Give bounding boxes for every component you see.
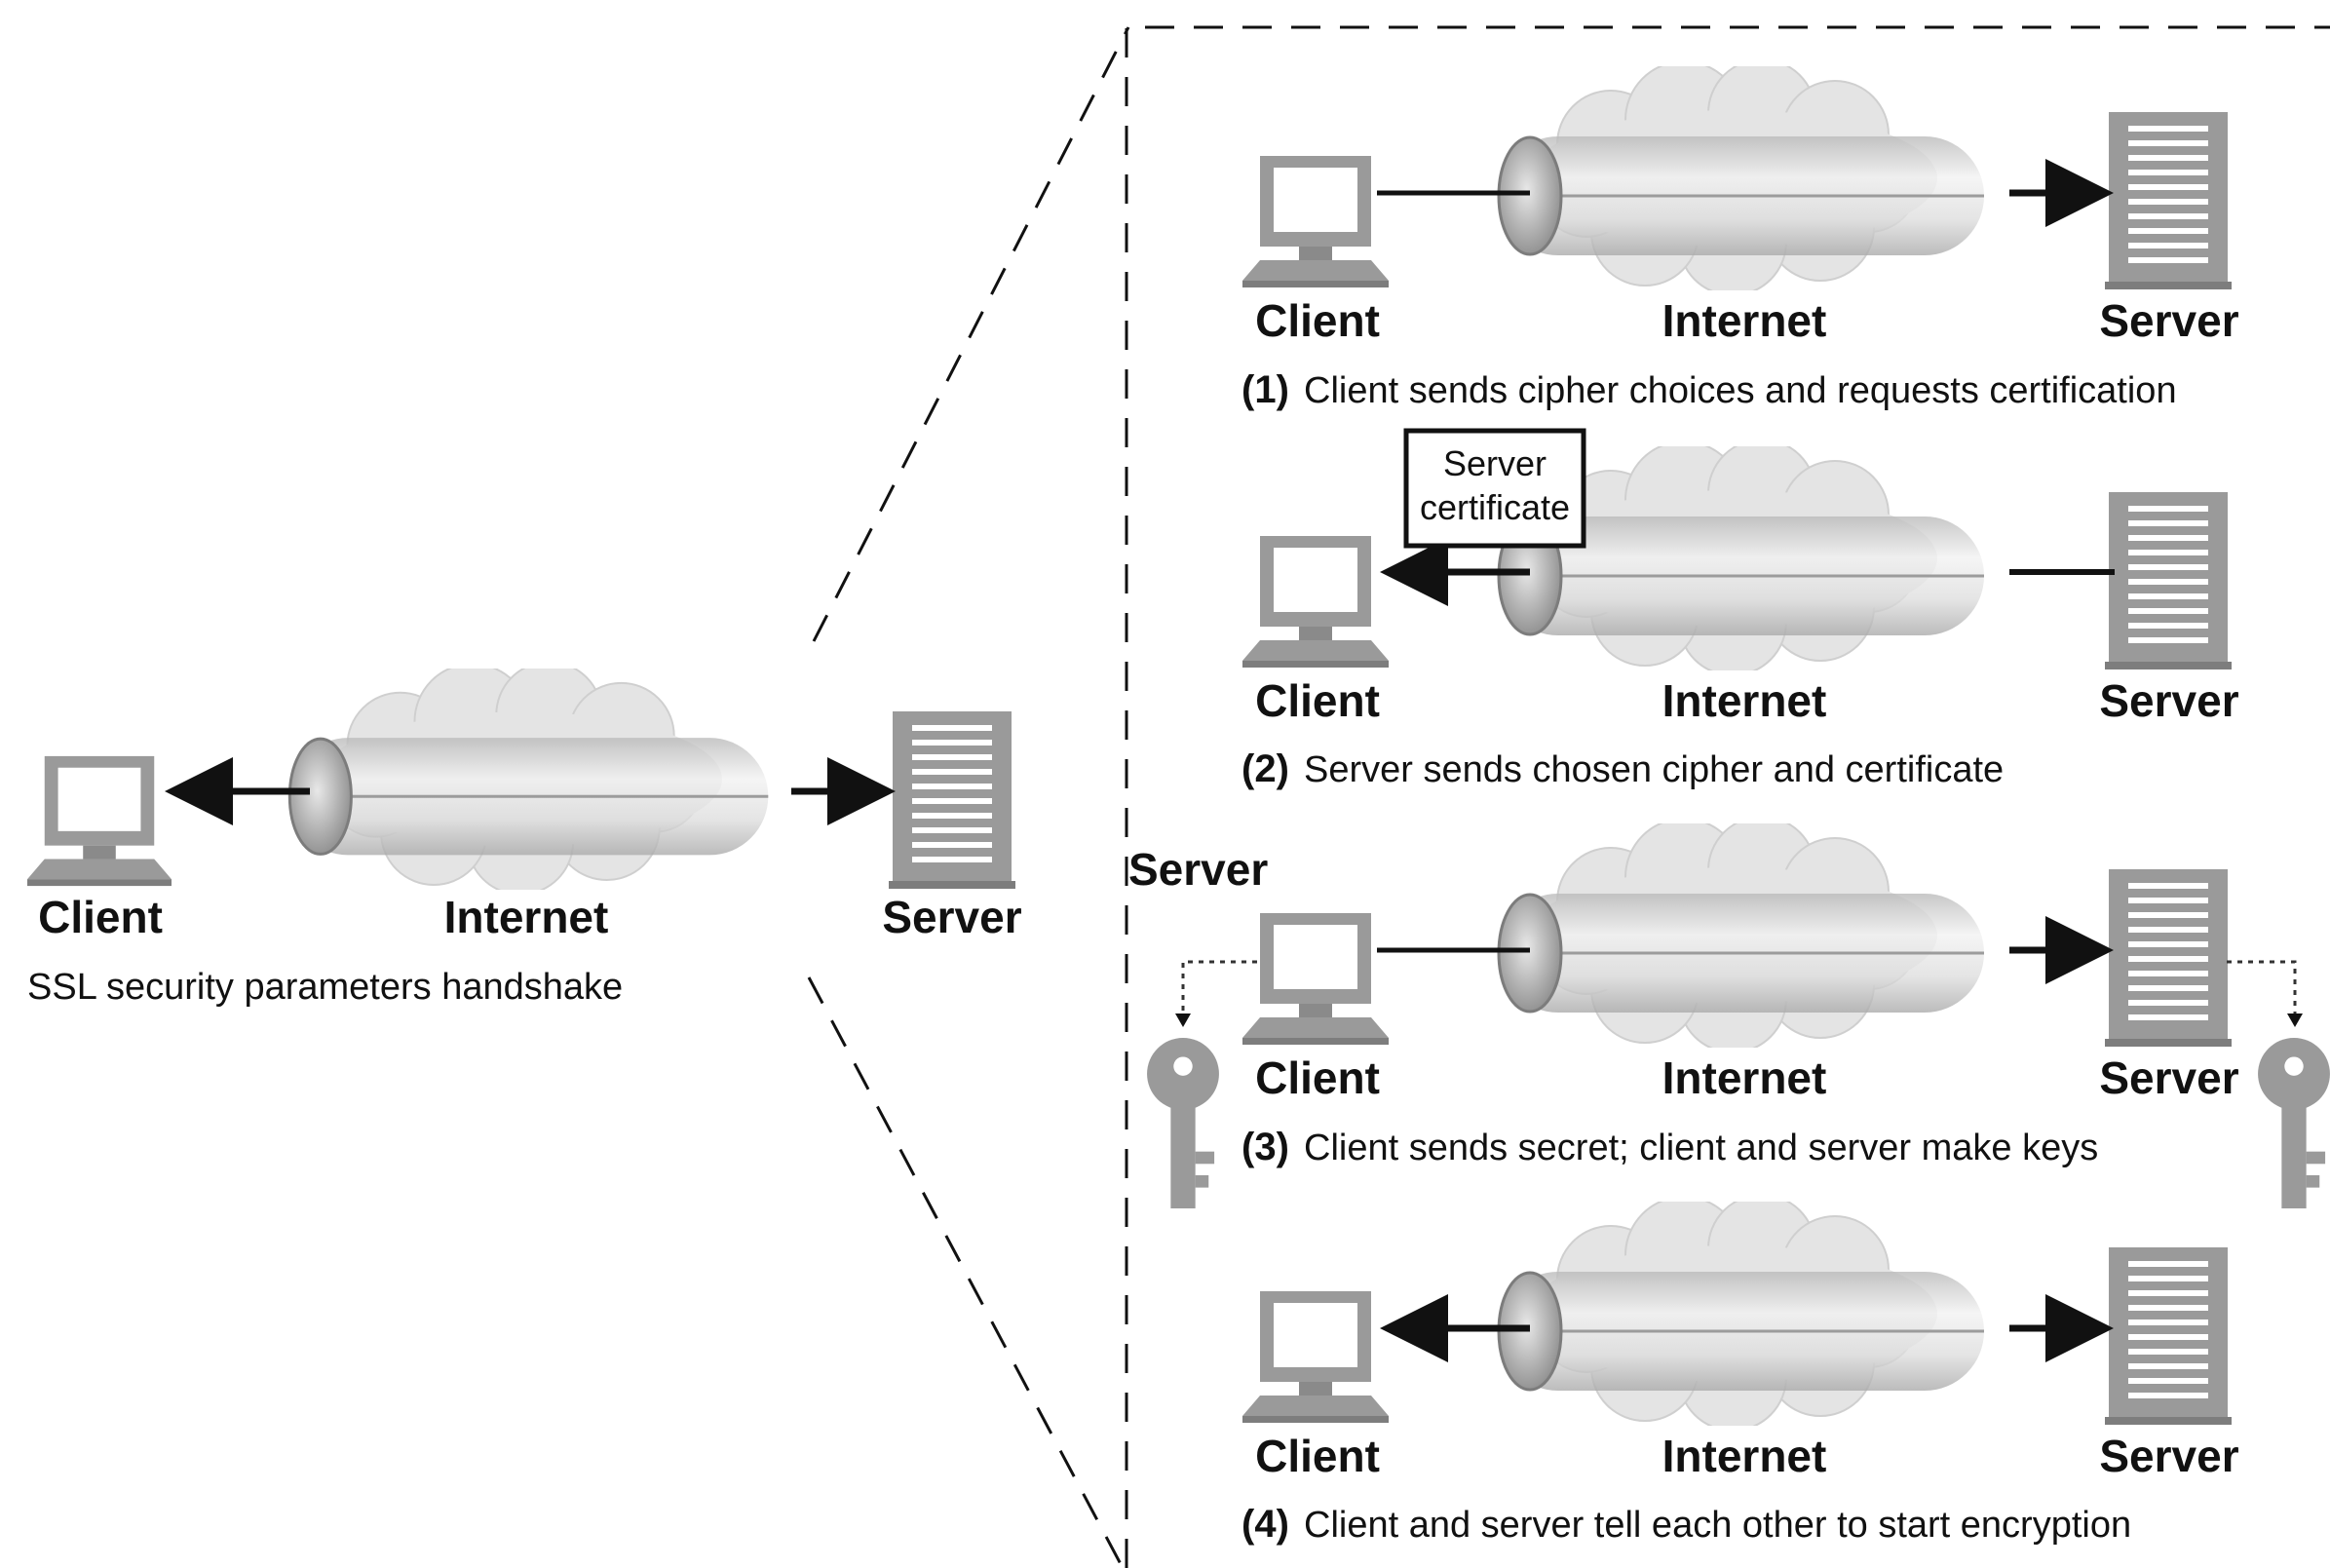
step-1: Client Internet Server (1) Client sends … [1241, 66, 2239, 411]
step-number: (3) [1241, 1126, 1289, 1168]
detail-frame [1125, 25, 2330, 1568]
internet-cloud-icon [287, 669, 770, 890]
client-label: Client [1255, 295, 1380, 346]
step-caption: Client and server tell each other to sta… [1304, 1505, 2131, 1546]
client-computer-icon [27, 755, 172, 887]
step-caption: Server sends chosen cipher and certifica… [1304, 749, 2004, 790]
server-label: Server [2099, 1052, 2238, 1103]
certificate-line-1: Server [1443, 443, 1547, 483]
key-connector [2227, 960, 2297, 1023]
internet-cloud-icon [1497, 1202, 1986, 1426]
client-computer-icon [1242, 156, 1389, 287]
step-caption: Client sends cipher choices and requests… [1304, 370, 2177, 411]
overview-caption: SSL security parameters handshake [27, 967, 623, 1008]
step-caption: Client sends secret; client and server m… [1304, 1128, 2098, 1168]
client-label: Client [1255, 675, 1380, 726]
step-4: Client Internet Server (4) Client and se… [1241, 1202, 2239, 1546]
step-number: (2) [1241, 747, 1289, 790]
internet-label: Internet [444, 892, 609, 942]
step-2: Server certificate Client Internet Serve… [1241, 428, 2239, 790]
stray-server-label: Server [1128, 844, 1268, 895]
client-key-icon [1147, 1038, 1219, 1208]
zoom-line-top [812, 26, 1130, 642]
client-computer-icon [1242, 913, 1389, 1045]
certificate-line-2: certificate [1420, 487, 1570, 527]
server-certificate-box: Server certificate [1403, 428, 1586, 549]
server-label: Server [2099, 295, 2238, 346]
server-icon [889, 711, 1015, 889]
key-connector [1181, 960, 1257, 1023]
step-number: (4) [1241, 1503, 1289, 1546]
server-icon [2105, 492, 2232, 669]
server-key-icon [2258, 1038, 2330, 1208]
server-icon [2105, 869, 2232, 1047]
internet-label: Internet [1662, 675, 1827, 726]
internet-cloud-icon [1497, 823, 1986, 1048]
client-label: Client [38, 892, 163, 942]
internet-cloud-icon [1497, 66, 1986, 290]
step-number: (1) [1241, 368, 1289, 411]
client-label: Client [1255, 1431, 1380, 1481]
server-label: Server [2099, 1431, 2238, 1481]
internet-label: Internet [1662, 1052, 1827, 1103]
server-icon [2105, 1247, 2232, 1425]
key-connector-arrow [1175, 1013, 1191, 1027]
key-connector-arrow [2287, 1013, 2303, 1027]
internet-label: Internet [1662, 295, 1827, 346]
client-computer-icon [1242, 536, 1389, 668]
step-3: Client Internet Server (3) Client sends … [1147, 823, 2330, 1208]
overview-handshake: Client Internet Server SSL security para… [27, 669, 1022, 1008]
internet-label: Internet [1662, 1431, 1827, 1481]
zoom-line-bottom [807, 976, 1123, 1565]
server-label: Server [2099, 675, 2238, 726]
client-computer-icon [1242, 1291, 1389, 1423]
client-label: Client [1255, 1052, 1380, 1103]
server-icon [2105, 112, 2232, 289]
server-label: Server [882, 892, 1021, 942]
